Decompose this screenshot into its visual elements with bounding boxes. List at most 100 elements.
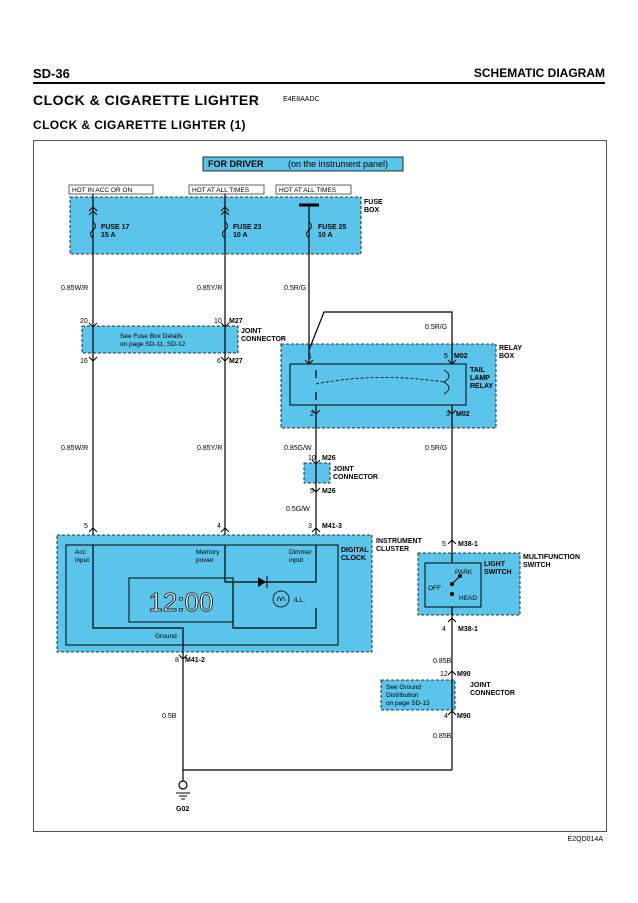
cluster-pin-4: 4 — [217, 523, 221, 530]
jc1-pin-20: 20 — [80, 318, 88, 325]
joint-connector-m90: See Ground Distribution on page SD-15 JO… — [380, 671, 515, 720]
jc3-note-1: See Ground — [386, 684, 421, 691]
page-code: SD-36 — [33, 66, 70, 81]
jc1-label-1: JOINT — [241, 328, 262, 335]
diode-icon — [258, 576, 268, 588]
wire-label-11: 0.5B — [162, 713, 177, 720]
dimmer-input-2: input — [289, 557, 303, 564]
jc1-note-2: on page SD-11, SD-12 — [120, 341, 186, 348]
memory-power-1: Memory — [196, 549, 220, 556]
jc1-note-1: See Fuse Box Details — [120, 333, 183, 340]
title-code: E4E8AADC — [283, 96, 320, 103]
figure-code: E2QD014A — [567, 836, 603, 843]
jc1-pin-16: 16 — [80, 358, 88, 365]
acc-input-1: Acc — [75, 549, 87, 556]
jc2-pin-5: 5 — [310, 488, 314, 495]
wire-label-1: 0.85W/R — [61, 285, 88, 292]
ls-code-bottom: M38-1 — [458, 626, 478, 633]
ground-symbol: G02 — [176, 780, 190, 813]
acc-input-2: input — [75, 557, 89, 564]
jc1-pin-6: 6 — [217, 358, 221, 365]
relay-label-3: RELAY — [470, 383, 493, 390]
wire-label-7: 0.85G/W — [284, 445, 312, 452]
relay-pin-3: 3 — [446, 411, 450, 418]
fuse-23-rating: 10 A — [233, 232, 248, 239]
cluster-pin-5: 5 — [84, 523, 88, 530]
jc3-pin-12: 12 — [440, 671, 448, 678]
wires — [90, 194, 453, 782]
jc2-pin-10: 10 — [308, 455, 316, 462]
jc1-code-top: M27 — [229, 318, 243, 325]
fuse-25-name: FUSE 25 — [318, 224, 347, 231]
ls-pin-bottom: 4 — [442, 626, 446, 633]
jc3-code-bottom: M90 — [457, 713, 471, 720]
light-switch-label-1: LIGHT — [484, 561, 506, 568]
relay-label-1: TAIL — [470, 367, 486, 374]
for-driver-banner: FOR DRIVER (on the instrument panel) — [202, 156, 404, 172]
page-title: CLOCK & CIGARETTE LIGHTER — [33, 92, 260, 108]
digital-clock-label-2: CLOCK — [341, 555, 366, 562]
relay-label-2: LAMP — [470, 375, 490, 382]
ls-pin-top: 5 — [442, 541, 446, 548]
memory-power-2: power — [196, 557, 215, 564]
for-driver-label: FOR DRIVER — [208, 159, 264, 169]
wire-label-5: 0.85W/R — [61, 445, 88, 452]
wire-label-3: 0.5R/G — [284, 285, 306, 292]
switch-contact-icon — [449, 573, 463, 597]
switch-head: HEAD — [459, 595, 477, 602]
jc1-code-bottom: M27 — [229, 358, 243, 365]
wire-label-6: 0.85Y/R — [197, 445, 222, 452]
ground-label: Ground — [155, 633, 177, 640]
ground-code: M41-2 — [185, 657, 205, 664]
diagram-frame — [33, 140, 607, 832]
page-subtitle: CLOCK & CIGARETTE LIGHTER (1) — [33, 118, 246, 132]
cluster-code: M41-3 — [322, 523, 342, 530]
wire-label-8: 0.5R/G — [425, 445, 447, 452]
section-title: SCHEMATIC DIAGRAM — [473, 66, 605, 80]
jc3-note-2: Distribution — [386, 692, 419, 699]
wire-label-10: 0.85B — [433, 658, 452, 665]
cluster-pin-3: 3 — [308, 523, 312, 530]
dimmer-input-1: Dimmer — [289, 549, 313, 556]
jc3-pin-4: 4 — [444, 713, 448, 720]
cluster-label-2: CLUSTER — [376, 546, 409, 553]
light-switch-label-2: SWITCH — [484, 569, 512, 576]
hot-label-1: HOT IN ACC OR ON — [72, 187, 132, 194]
jc3-code-top: M90 — [457, 671, 471, 678]
switch-park: PARK — [455, 569, 473, 576]
jc1-pin-10: 10 — [214, 318, 222, 325]
fuse-17-name: FUSE 17 — [101, 224, 130, 231]
digital-clock-label-1: DIGITAL — [341, 547, 369, 554]
wire-label-9: 0.5G/W — [286, 506, 310, 513]
fuse-23-name: FUSE 23 — [233, 224, 262, 231]
fuse-box-label-2: BOX — [364, 207, 380, 214]
ill-label: ILL. — [294, 597, 305, 604]
joint-connector-m27: See Fuse Box Details on page SD-11, SD-1… — [80, 318, 286, 365]
fuse-box-label-1: FUSE — [364, 199, 383, 206]
instrument-cluster: DIGITAL CLOCK INSTRUMENT CLUSTER 5 4 3 M… — [56, 523, 423, 664]
ground-pin: 8 — [175, 657, 179, 664]
wire-label-12: 0.85B — [433, 733, 452, 740]
relay-pin-2: 2 — [310, 411, 314, 418]
relay-box: RELAY BOX TAIL LAMP RELAY 1 5 M02 2 3 M0… — [280, 343, 522, 429]
relay-pin-5: 5 — [444, 353, 448, 360]
jc1-label-2: CONNECTOR — [241, 336, 286, 343]
relay-box-label-1: RELAY — [499, 345, 522, 352]
jc3-label-2: CONNECTOR — [470, 690, 515, 697]
jc2-label-1: JOINT — [333, 466, 354, 473]
ground-g02-label: G02 — [176, 806, 189, 813]
relay-box-label-2: BOX — [499, 353, 515, 360]
hot-labels: HOT IN ACC OR ON HOT AT ALL TIMES HOT AT… — [68, 184, 352, 195]
fuse-box: FUSE BOX FUSE 17 15 A FUSE 23 10 A FUSE … — [69, 196, 383, 255]
wire-label-4: 0.5R/G — [425, 324, 447, 331]
clock-digits: 12:00 — [148, 587, 213, 617]
mf-label-2: SWITCH — [523, 562, 551, 569]
mf-label-1: MULTIFUNCTION — [523, 554, 580, 561]
wire-label-2: 0.85Y/R — [197, 285, 222, 292]
switch-off: OFF — [428, 585, 441, 592]
hot-label-3: HOT AT ALL TIMES — [279, 187, 337, 194]
hot-label-2: HOT AT ALL TIMES — [192, 187, 250, 194]
connector-chevrons — [88, 206, 457, 716]
relay-pin-1: 1 — [308, 353, 312, 360]
